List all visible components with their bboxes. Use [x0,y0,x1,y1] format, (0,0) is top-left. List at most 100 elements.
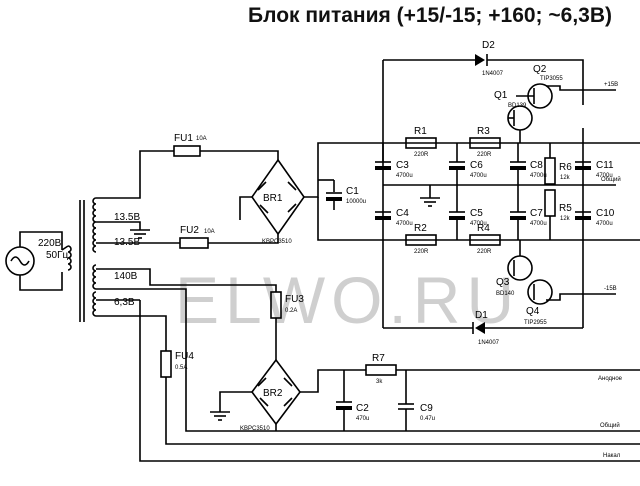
r2-name: R2 [414,223,427,234]
br2-part: KBPC3510 [240,426,270,432]
q2-name: Q2 [533,64,547,75]
r3-value: 220R [477,152,492,158]
cap-c10: C10 4700u [575,208,615,227]
transformer: 13.5В 13.5В 140В 6,3В [61,197,140,322]
br1-part: KBPC3510 [262,239,292,245]
fuse-fu4: FU4 0.5A [160,350,194,378]
c11-name: C11 [596,160,614,171]
c1-name: C1 [346,186,359,197]
c2-symbol [336,406,352,410]
watermark: ELWO.RU [175,263,521,337]
r5-value: 12k [560,216,571,222]
cap-c11: C11 4700u [575,160,614,179]
cap-c4: C4 4700u [375,208,413,227]
c9-name: C9 [420,403,433,414]
q4-name: Q4 [526,306,540,317]
c8-value: 4700u [530,173,547,179]
output-heater: Накал [603,453,621,459]
output-plus15: +15В [604,82,618,88]
br2-name: BR2 [263,388,283,399]
winding-140v: 140В [114,271,138,282]
c6-name: C6 [470,160,483,171]
c3-name: C3 [396,160,409,171]
fu2-name: FU2 [180,225,199,236]
r6-symbol [544,157,556,185]
output-common-2: Общий [600,422,620,429]
r7-symbol [365,364,397,376]
q2-part: TIP3055 [540,76,563,82]
output-common-1: Общий [601,176,621,183]
c4-name: C4 [396,208,409,219]
source-voltage: 220В [38,238,62,249]
r7-name: R7 [372,353,385,364]
regulator: D2 1N4007 D1 1N4007 Q1 BD139 Q2 TIP3055 … [375,40,616,346]
source-frequency: 50Гц [46,250,69,261]
r4-value: 220R [477,249,492,255]
fu3-value: 0.2A [285,308,297,314]
d2-name: D2 [482,40,495,51]
q4-symbol [527,279,553,305]
r1-name: R1 [414,126,427,137]
fu4-name: FU4 [175,351,194,362]
d1-name: D1 [475,310,488,321]
r1-value: 220R [414,152,429,158]
q1-name: Q1 [494,90,508,101]
bridge-br2: BR2 KBPC3510 [240,358,301,432]
c4-value: 4700u [396,221,413,227]
r5-symbol [544,189,556,217]
winding-6-3v: 6,3В [114,297,135,308]
r6-value: 12k [560,175,571,181]
page-title: Блок питания (+15/-15; +160; ~6,3В) [248,4,612,27]
fuse-fu3: FU3 0.2A [270,291,304,319]
c2-value: 470u [356,416,369,422]
r2-value: 220R [414,249,429,255]
fuse-fu2: FU2 10A [179,225,215,249]
c1-value: 10000u [346,199,366,205]
cap-c8: C8 4700u [510,143,547,185]
r4-name: R4 [477,223,490,234]
c7-value: 4700u [530,221,547,227]
q3-symbol [507,255,533,281]
r2-symbol [405,234,437,246]
output-anode: Анодное [598,376,623,382]
br1-name: BR1 [263,193,283,204]
q3-part: BD140 [496,291,515,297]
fu1-value: 10A [196,136,207,142]
ac-source: 220В 50Гц [5,231,69,291]
r7-value: 3k [376,379,383,385]
cap-c5: C5 4700u [449,185,487,240]
c5-name: C5 [470,208,483,219]
r1-symbol [405,137,437,149]
q1-part: BD139 [508,103,527,109]
r3-name: R3 [477,126,490,137]
c9-value: 0.47u [420,416,435,422]
high-voltage-wiring: BR2 KBPC3510 R7 3k C2 470u C9 0.47u [96,268,640,462]
fuse-fu1: FU1 10A [173,133,207,157]
c1-symbol [326,197,342,201]
low-voltage-wiring: BR1 KBPC3510 C1 10000u [96,142,640,245]
r4-symbol [469,234,501,246]
d1-part: 1N4007 [478,340,500,346]
c7-name: C7 [530,208,543,219]
output-minus15: -15В [604,286,617,292]
q4-part: TIP2955 [524,320,547,326]
outputs: +15В Общий -15В Анодное Общий Накал [598,82,623,459]
q3-name: Q3 [496,277,510,288]
cap-c3: C3 4700u [375,143,413,179]
c6-value: 4700u [470,173,487,179]
fu2-value: 10A [204,229,215,235]
winding-13-5v-a: 13.5В [114,212,140,223]
r5-name: R5 [559,203,572,214]
fu4-value: 0.5A [175,365,187,371]
cap-c7: C7 4700u [510,185,547,240]
c3-value: 4700u [396,173,413,179]
fu3-name: FU3 [285,294,304,305]
c10-value: 4700u [596,221,613,227]
c5-value: 4700u [470,221,487,227]
d2-part: 1N4007 [482,71,504,77]
c10-name: C10 [596,208,615,219]
r6-name: R6 [559,162,572,173]
c8-name: C8 [530,160,543,171]
bridge-br1: BR1 KBPC3510 [251,158,305,245]
